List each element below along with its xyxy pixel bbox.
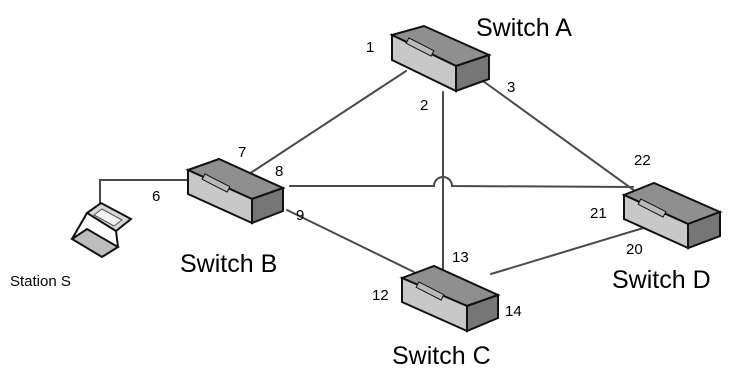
port-label-d22: 22 xyxy=(634,152,651,169)
station-s-label: Station S xyxy=(10,273,71,290)
link-b8-d21 xyxy=(289,176,634,188)
network-links xyxy=(99,70,651,275)
port-label-b6: 6 xyxy=(152,188,160,205)
port-label-c12: 12 xyxy=(372,287,389,304)
port-label-a1: 1 xyxy=(366,39,374,56)
link-c14-d20 xyxy=(490,225,651,275)
switch-d-label: Switch D xyxy=(612,266,711,294)
port-label-d21: 21 xyxy=(590,205,607,222)
switch-c-label: Switch C xyxy=(392,342,491,370)
port-label-b9: 9 xyxy=(296,207,304,224)
port-label-a2: 2 xyxy=(420,97,428,114)
link-b6-station xyxy=(99,179,191,211)
port-label-a3: 3 xyxy=(507,79,515,96)
port-label-b8: 8 xyxy=(275,163,283,180)
port-label-d20: 20 xyxy=(626,241,643,258)
port-label-b7: 7 xyxy=(238,144,246,161)
port-label-c14: 14 xyxy=(505,303,522,320)
switch-d-icon xyxy=(621,181,723,250)
laptop-icon xyxy=(70,201,133,259)
link-a1-b7 xyxy=(245,70,407,177)
switch-a-label: Switch A xyxy=(476,14,572,42)
link-b9-c12 xyxy=(286,209,415,273)
switch-a-icon xyxy=(389,24,492,93)
switch-b-label: Switch B xyxy=(180,250,277,278)
link-a3-d22 xyxy=(482,80,647,200)
switch-c-icon xyxy=(399,264,501,333)
port-label-c13: 13 xyxy=(452,249,469,266)
switch-b-icon xyxy=(185,157,286,225)
